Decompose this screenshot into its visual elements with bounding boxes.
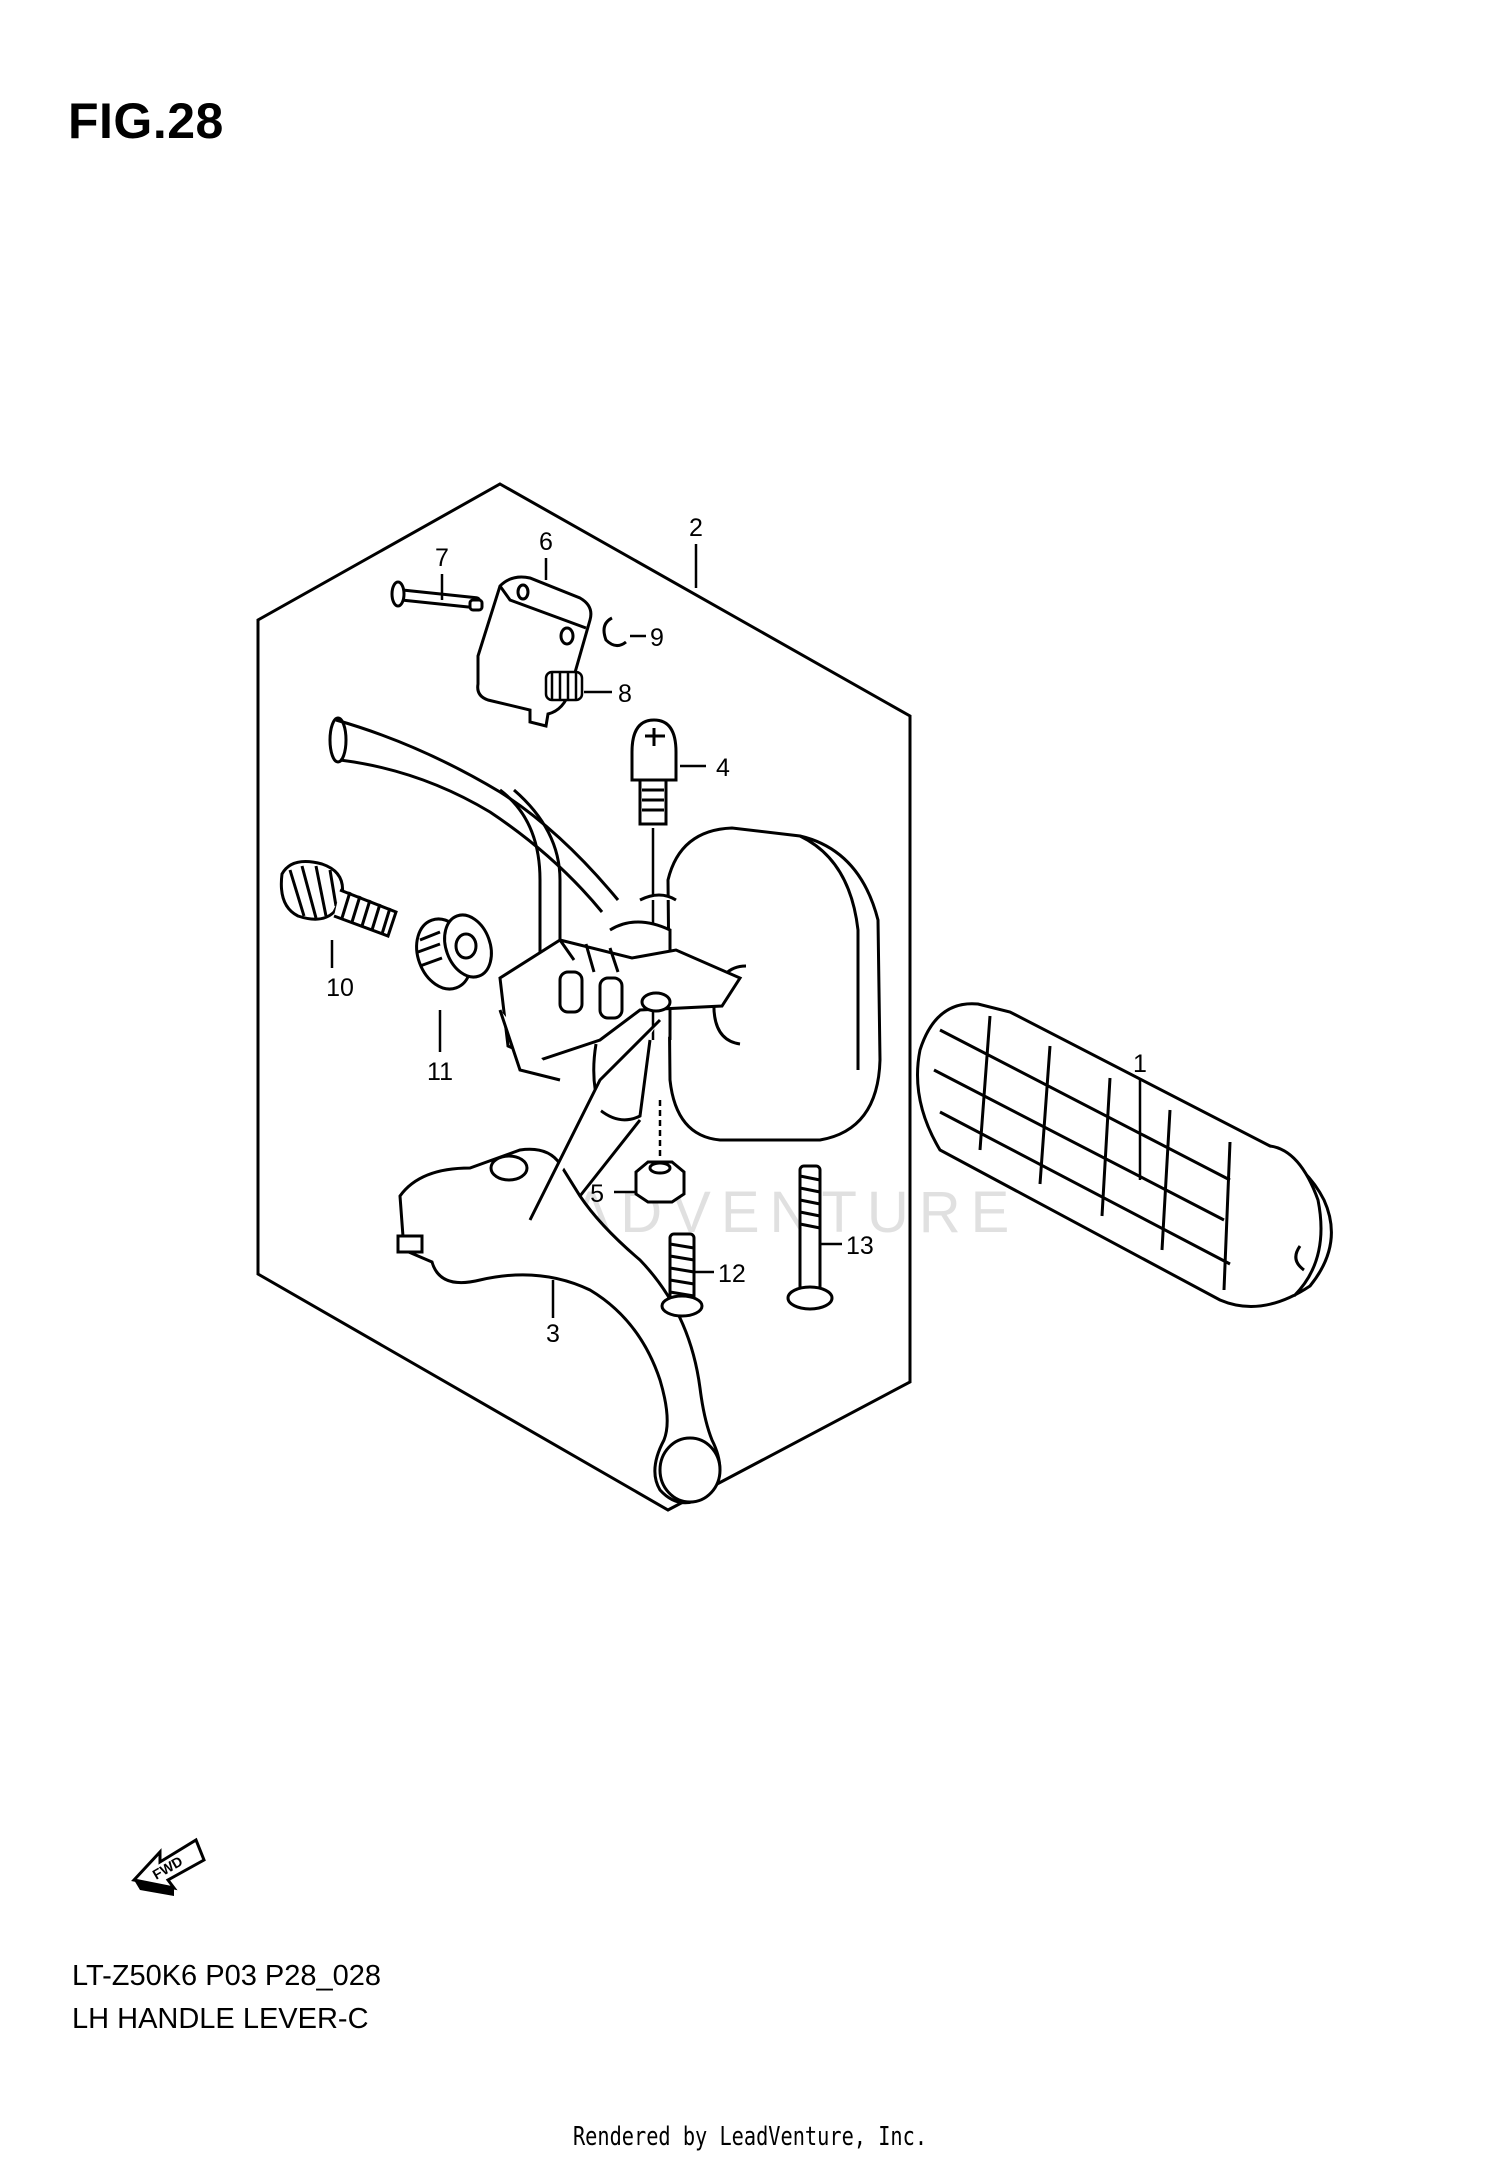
- screw-part-13: [786, 1164, 834, 1311]
- callout-7: 7: [435, 544, 449, 572]
- figure-title: FIG.28: [68, 93, 224, 149]
- callout-5: 5: [590, 1180, 604, 1208]
- adjuster-part-10: [279, 860, 398, 938]
- screw-part-12: [660, 1232, 704, 1318]
- callout-leaders: [330, 544, 1142, 1318]
- holder-part-2: [498, 826, 882, 1142]
- callout-13: 13: [846, 1232, 874, 1260]
- lever-part-3: [396, 1018, 722, 1505]
- callout-10: 10: [326, 974, 354, 1002]
- assembly-name: LH HANDLE LEVER-C: [72, 2003, 369, 2035]
- fwd-arrow-icon: FWD: [131, 1837, 206, 1896]
- cover-part-6: [476, 575, 593, 728]
- locknut-part-11: [415, 913, 493, 991]
- model-code: LT-Z50K6 P03 P28_028: [72, 1960, 382, 1992]
- spring-part-8: [544, 670, 584, 702]
- callout-6: 6: [539, 528, 553, 556]
- callout-2: 2: [689, 514, 703, 542]
- cable: [328, 716, 620, 1000]
- callout-12: 12: [718, 1260, 746, 1288]
- callout-3: 3: [546, 1320, 560, 1348]
- nut-part-5: [634, 1160, 686, 1204]
- bolt-part-4: [630, 718, 678, 826]
- callout-8: 8: [618, 680, 632, 708]
- clip-part-9: [602, 616, 627, 647]
- callout-9: 9: [650, 624, 664, 652]
- grip-part-1: [916, 1002, 1333, 1308]
- assembly-boundary: [256, 482, 912, 1512]
- callout-4: 4: [716, 754, 730, 782]
- pin-part-7: [390, 580, 484, 612]
- callout-1: 1: [1133, 1050, 1147, 1078]
- callout-11: 11: [427, 1058, 453, 1086]
- render-credit: Rendered by LeadVenture, Inc.: [572, 2122, 928, 2152]
